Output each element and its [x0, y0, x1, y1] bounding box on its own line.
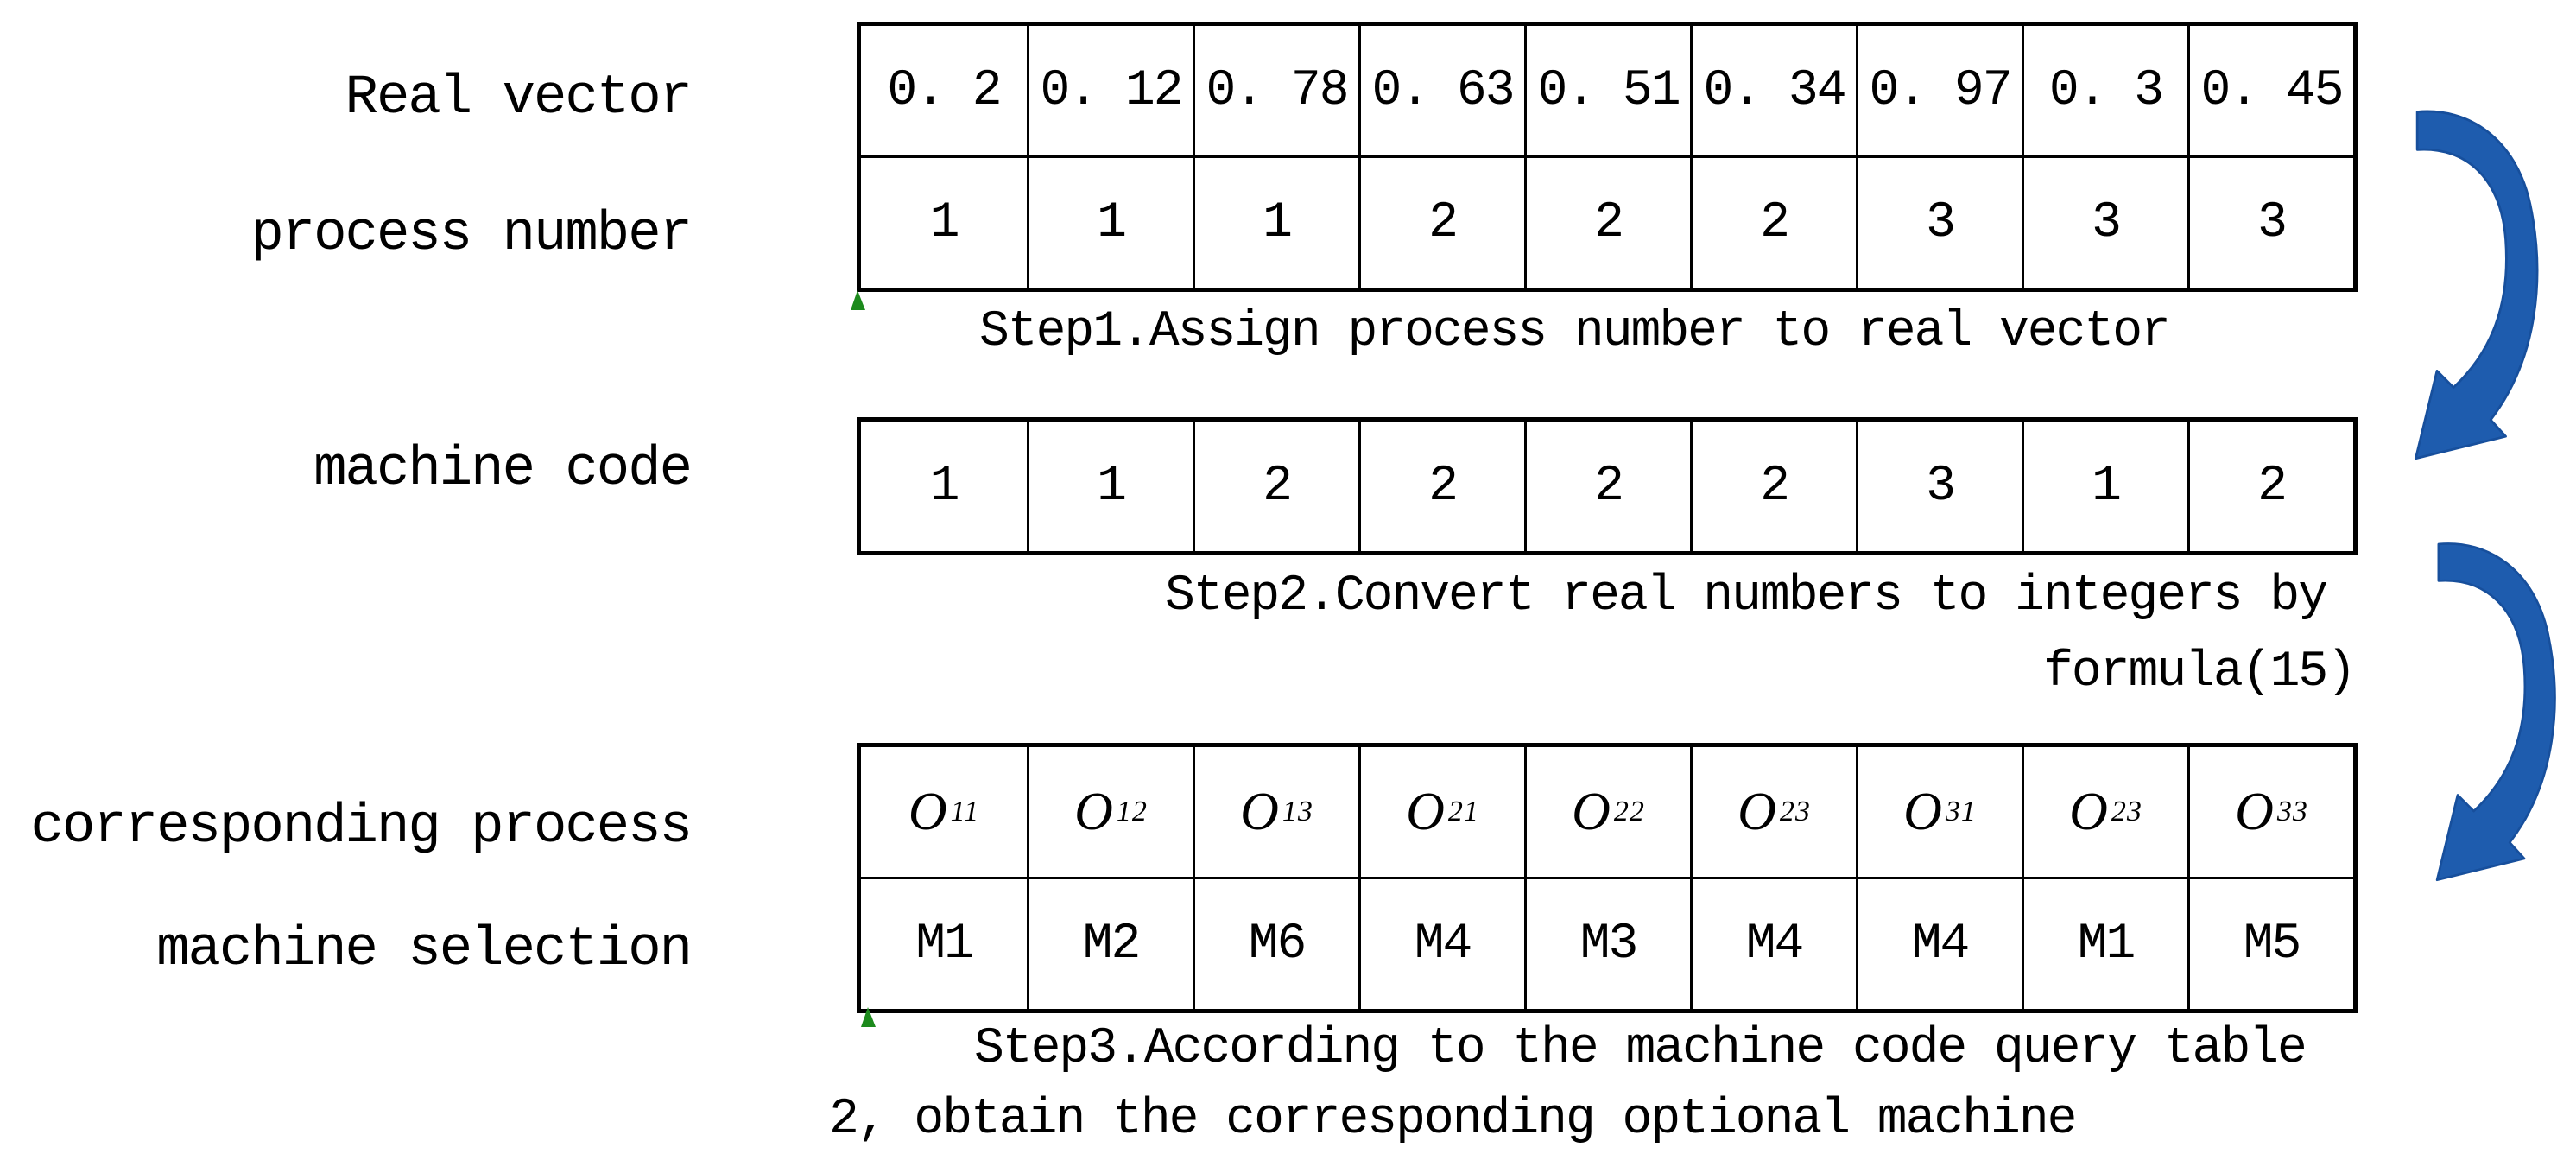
caption-step2-line2: formula(15)	[2043, 644, 2357, 701]
row-machine-code-cell: 3	[1856, 422, 2022, 551]
row-process-number-cell: 3	[2022, 158, 2187, 288]
caption-step2-line1: Step2.Convert real numbers to integers b…	[1165, 568, 2328, 625]
curved-down-arrow-icon	[2435, 542, 2556, 882]
row-machine-code-cell: 2	[1193, 422, 1358, 551]
row-machine-code-cell: 1	[2022, 422, 2187, 551]
green-corner-wedge-icon	[851, 290, 865, 310]
row-machine-selection-cell: M2	[1027, 879, 1193, 1009]
row-process-number-cell: 3	[1856, 158, 2022, 288]
row-real-vector-cell: 0. 2	[887, 62, 1002, 119]
row-machine-selection-cell: M4	[1856, 879, 2022, 1009]
row-machine-selection-cell: M6	[1193, 879, 1358, 1009]
row-machine-selection-cell: M5	[2187, 879, 2353, 1009]
row-process-number-cell: 2	[1690, 158, 1856, 288]
row-machine-code-cell: 2	[1690, 422, 1856, 551]
row-machine-selection-cell: M1	[2022, 879, 2187, 1009]
label-process-number: process number	[250, 204, 693, 266]
row-real-vector-cell: 0. 34	[1690, 26, 1856, 155]
row-machine-selection-cell: M3	[1524, 879, 1690, 1009]
label-corresponding-process: corresponding process	[30, 796, 693, 859]
caption-step3-line2: 2, obtain the corresponding optional mac…	[829, 1092, 2077, 1148]
label-machine-code: machine code	[313, 439, 693, 501]
row-real-vector-cell: 0. 3	[2022, 26, 2187, 155]
row-process-number-cell: 2	[1358, 158, 1524, 288]
row-real-vector-cell: 0. 63	[1358, 26, 1524, 155]
row-machine-selection-cell: M1	[915, 916, 974, 973]
row-machine-code-cell: 1	[929, 458, 960, 515]
row-process-number-cell: 2	[1524, 158, 1690, 288]
row-process-number-cell: 1	[1027, 158, 1193, 288]
row-process-number-cell: 3	[2187, 158, 2353, 288]
row-machine-code-cell: 2	[2187, 422, 2353, 551]
caption-step3-line1: Step3.According to the machine code quer…	[974, 1021, 2307, 1077]
row-machine-code-cell: 2	[1358, 422, 1524, 551]
row-process-number-cell: 1	[929, 194, 960, 251]
label-machine-selection: machine selection	[156, 919, 693, 981]
label-real-vector: Real vector	[345, 67, 693, 130]
row-real-vector-cell: 0. 78	[1193, 26, 1358, 155]
row-process-number-cell: 1	[1193, 158, 1358, 288]
caption-step1: Step1.Assign process number to real vect…	[979, 304, 2171, 360]
row-machine-selection-cell: M4	[1358, 879, 1524, 1009]
row-real-vector-cell: 0. 12	[1027, 26, 1193, 155]
row-machine-code-cell: 1	[1027, 422, 1193, 551]
row-real-vector-cell: 0. 97	[1856, 26, 2022, 155]
green-corner-wedge-icon	[861, 1007, 876, 1027]
row-real-vector-cell: 0. 45	[2187, 26, 2353, 155]
row-machine-code-cell: 2	[1524, 422, 1690, 551]
row-real-vector-cell: 0. 51	[1524, 26, 1690, 155]
curved-down-arrow-icon	[2414, 110, 2539, 460]
row-machine-selection-cell: M4	[1690, 879, 1856, 1009]
